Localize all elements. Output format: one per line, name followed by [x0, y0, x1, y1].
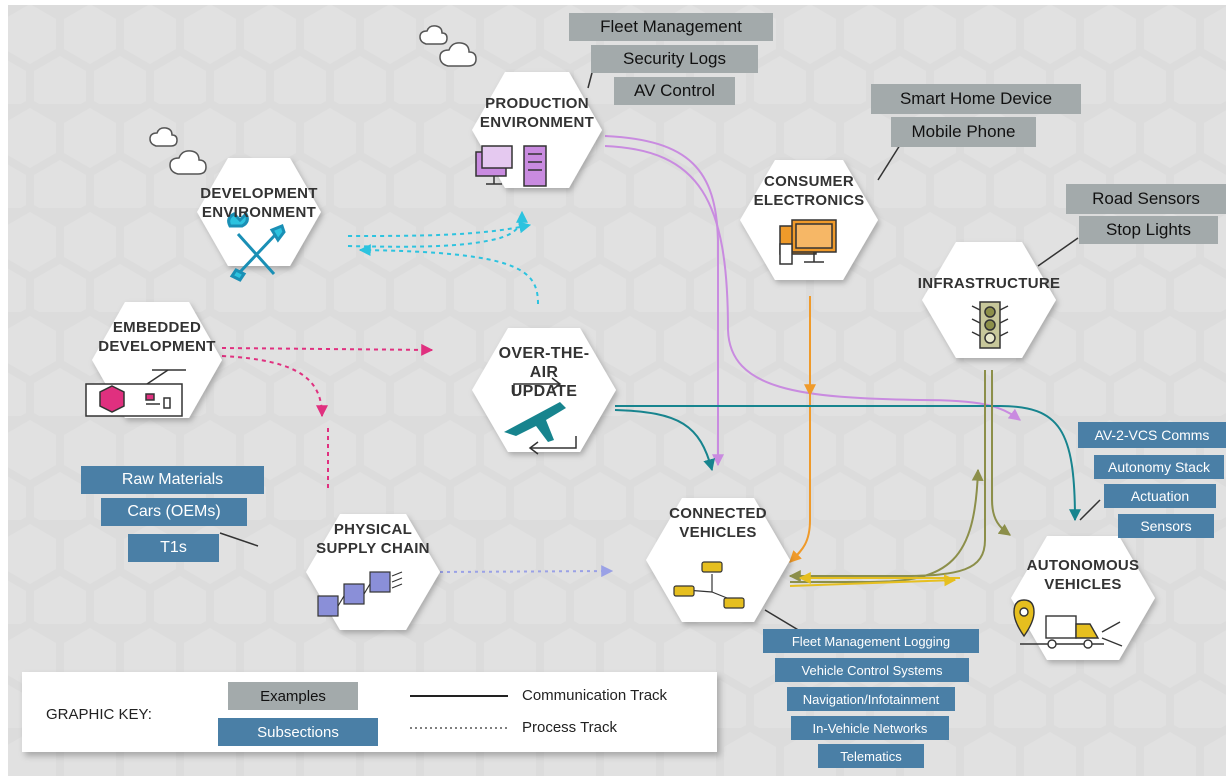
key-examples-swatch: Examples: [228, 682, 358, 710]
subsection-label: Vehicle Control Systems: [775, 658, 969, 682]
server-computer-icon: [475, 145, 547, 187]
key-subsections-swatch: Subsections: [218, 718, 378, 746]
subsection-label: Navigation/Infotainment: [787, 687, 955, 711]
track-dev-to-prod-2: [347, 210, 528, 248]
track-embedded-to-ota: [221, 343, 434, 356]
hex-ota: [472, 328, 616, 452]
traffic-light-icon: [971, 301, 1009, 349]
key-process-label: Process Track: [522, 719, 618, 736]
callout-line-physical: [219, 532, 259, 547]
subsection-label: Sensors: [1118, 514, 1214, 538]
title-connected: CONNECTED VEHICLES: [669, 505, 767, 541]
track-prod-to-autonomous: [604, 145, 1021, 421]
connected-cars-icon: [673, 561, 745, 609]
tools-icon: [227, 211, 286, 282]
callout-line-infrastructure: [1037, 237, 1079, 267]
subsection-label: Actuation: [1104, 484, 1216, 508]
airplane-update-icon: [504, 377, 577, 455]
shipping-boxes-icon: [317, 571, 403, 617]
track-ota-to-connected: [614, 409, 716, 472]
title-physical: PHYSICAL SUPPLY CHAIN: [316, 521, 430, 557]
track-infra-to-autonomous: [991, 370, 1011, 536]
track-consumer-to-connected: [789, 296, 811, 563]
cloud-icon: [149, 127, 207, 175]
key-title: GRAPHIC KEY:: [46, 706, 152, 723]
track-ota-to-autonomous: [615, 405, 1081, 522]
circuit-board-icon: [85, 369, 186, 417]
hex-development: [197, 158, 321, 266]
cloud-icon: [419, 25, 477, 67]
track-dev-to-prod-1: [347, 221, 532, 237]
title-ota: OVER-THE- AIR UPDATE: [498, 345, 590, 400]
track-connected-to-autonomous: [789, 574, 957, 587]
title-consumer: CONSUMER ELECTRONICS: [753, 173, 865, 209]
track-physical-to-connected: [439, 565, 614, 578]
callout-line-autonomous: [1079, 499, 1101, 521]
title-development: DEVELOPMENT ENVIRONMENT: [200, 185, 318, 221]
subsection-label: Fleet Management Logging: [763, 629, 979, 653]
hex-infrastructure: [922, 242, 1056, 358]
title-embedded: EMBEDDED DEVELOPMENT: [98, 319, 216, 355]
subsection-label: T1s: [128, 534, 219, 562]
example-label: Stop Lights: [1079, 216, 1218, 244]
track-embedded-to-physical: [221, 355, 328, 418]
example-label: Security Logs: [591, 45, 758, 73]
title-autonomous: AUTONOMOUS VEHICLES: [1026, 557, 1140, 593]
title-production: PRODUCTION ENVIRONMENT: [479, 95, 595, 131]
example-label: Fleet Management: [569, 13, 773, 41]
subsection-label: Autonomy Stack: [1094, 455, 1224, 479]
title-infrastructure: INFRASTRUCTURE: [917, 275, 1061, 292]
key-communication-label: Communication Track: [522, 687, 668, 704]
track-ota-to-dev: [358, 244, 539, 305]
example-label: AV Control: [614, 77, 735, 105]
callout-line-consumer: [877, 144, 901, 181]
subsection-label: AV-2-VCS Comms: [1078, 422, 1226, 448]
example-label: Road Sensors: [1066, 184, 1226, 214]
example-label: Mobile Phone: [891, 117, 1036, 147]
graphic-key: GRAPHIC KEY: Examples Subsections Commun…: [22, 672, 717, 752]
subsection-label: Cars (OEMs): [101, 498, 247, 526]
subsection-label: In-Vehicle Networks: [791, 716, 949, 740]
example-label: Smart Home Device: [871, 84, 1081, 114]
subsection-label: Telematics: [818, 744, 924, 768]
track-infra-to-connected: [788, 370, 986, 582]
autonomous-truck-icon: [1013, 599, 1123, 649]
subsection-label: Raw Materials: [81, 466, 264, 494]
key-line-samples: [410, 695, 508, 729]
devices-icon: [779, 219, 837, 265]
